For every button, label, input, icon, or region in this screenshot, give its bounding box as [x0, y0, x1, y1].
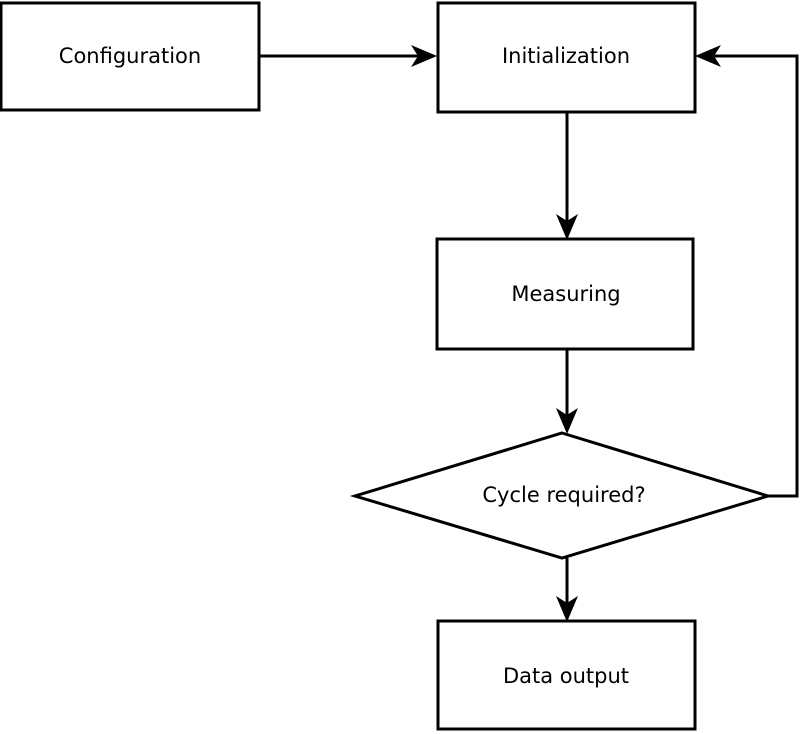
edge-initialization-to-measuring	[556, 112, 578, 240]
arrow-head-icon	[411, 45, 437, 67]
node-measuring[interactable]: Measuring	[435, 237, 695, 351]
node-label-measuring: Measuring	[511, 282, 620, 306]
edge-measuring-to-cycle-required	[556, 349, 578, 434]
node-cycle-required[interactable]: Cycle required?	[349, 431, 774, 560]
node-shape-diamond[interactable]	[349, 431, 774, 560]
node-data-output[interactable]: Data output	[436, 619, 697, 731]
node-shape-rectangle[interactable]	[436, 1, 697, 114]
edge-configuration-to-initialization	[259, 45, 437, 67]
arrow-head-icon	[556, 214, 578, 240]
node-label-data-output: Data output	[503, 664, 629, 688]
node-label-cycle-required: Cycle required?	[482, 483, 645, 507]
node-label-configuration: Configuration	[59, 44, 201, 68]
edge-cycle-required-to-initialization-feedback	[695, 45, 799, 498]
node-shape-rectangle[interactable]	[436, 619, 697, 731]
node-shape-rectangle[interactable]	[0, 1, 261, 112]
node-label-initialization: Initialization	[502, 44, 630, 68]
node-initialization[interactable]: Initialization	[436, 1, 697, 114]
edge-cycle-required-to-data-output	[556, 558, 578, 622]
edge-line	[708, 54, 799, 498]
arrow-head-icon	[556, 596, 578, 622]
node-configuration[interactable]: Configuration	[0, 1, 261, 112]
arrow-head-icon	[556, 408, 578, 434]
arrow-head-icon	[695, 45, 721, 67]
node-shape-rectangle[interactable]	[435, 237, 695, 351]
